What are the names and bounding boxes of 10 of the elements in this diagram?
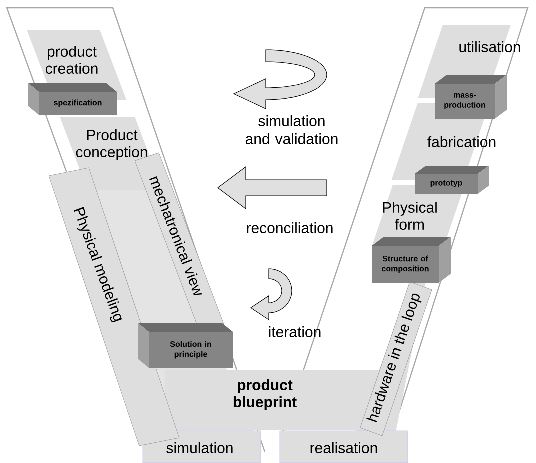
block-box: spezification — [28, 83, 117, 115]
process-box: realisation — [280, 430, 408, 463]
block-box: Solution in principle — [138, 323, 233, 368]
block-box: mass-production — [435, 75, 507, 119]
arrow-caption: simulation and validation — [246, 116, 338, 144]
block-box: Structure of composition — [372, 237, 451, 283]
block-box: prototyp — [415, 166, 489, 194]
node-label: product blueprint — [234, 380, 297, 410]
arrow-caption: iteration — [269, 326, 321, 338]
arrow-caption: reconciliation — [247, 222, 333, 234]
